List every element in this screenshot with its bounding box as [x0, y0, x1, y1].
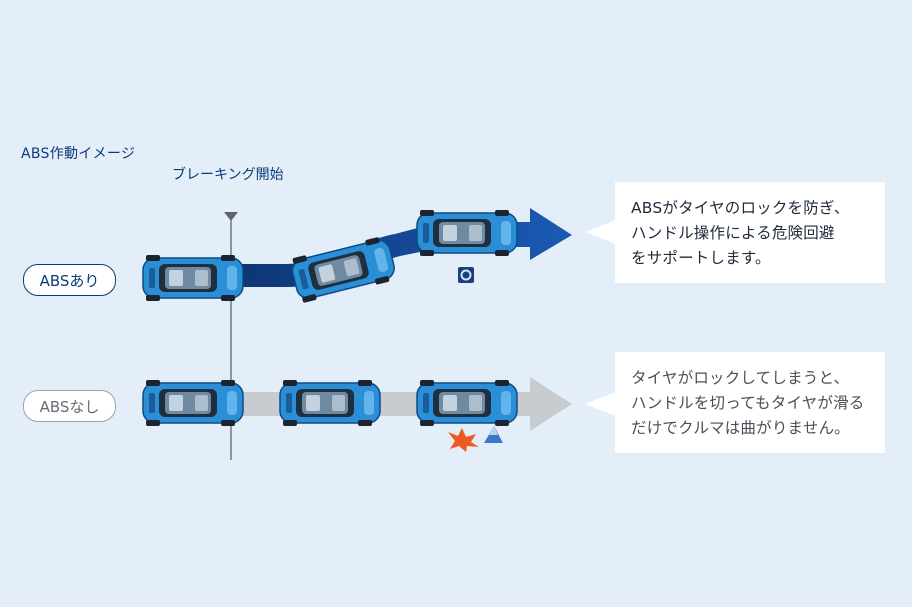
callout-pointer — [585, 220, 616, 244]
car-icon — [142, 254, 244, 302]
car-icon — [416, 209, 518, 257]
abs-off-description: タイヤがロックしてしまうと、 ハンドルを切ってもタイヤが滑る だけでクルマは曲が… — [615, 352, 885, 453]
braking-marker-icon — [224, 212, 238, 221]
abs-off-label: ABSなし — [23, 390, 116, 422]
cone-icon — [484, 426, 503, 443]
car-icon — [142, 379, 244, 427]
skid-spark-icon — [448, 428, 479, 452]
description-line: だけでクルマは曲がりません。 — [631, 419, 850, 437]
abs-on-description: ABSがタイヤのロックを防ぎ、 ハンドル操作による危険回避 をサポートします。 — [615, 182, 885, 283]
abs-on-label: ABSあり — [23, 264, 116, 296]
braking-start-label: ブレーキング開始 — [172, 167, 284, 183]
car-icon — [279, 379, 381, 427]
description-line: ハンドル操作による危険回避 — [631, 224, 835, 242]
description-line: をサポートします。 — [631, 249, 771, 267]
car-icon — [416, 379, 518, 427]
car-icon — [288, 234, 399, 305]
callout-pointer — [585, 392, 616, 416]
diagram-title: ABS作動イメージ — [21, 146, 136, 162]
description-line: ABSがタイヤのロックを防ぎ、 — [631, 199, 850, 217]
abs-indicator-icon — [458, 267, 474, 283]
description-line: ハンドルを切ってもタイヤが滑る — [631, 394, 865, 412]
description-line: タイヤがロックしてしまうと、 — [631, 369, 850, 387]
